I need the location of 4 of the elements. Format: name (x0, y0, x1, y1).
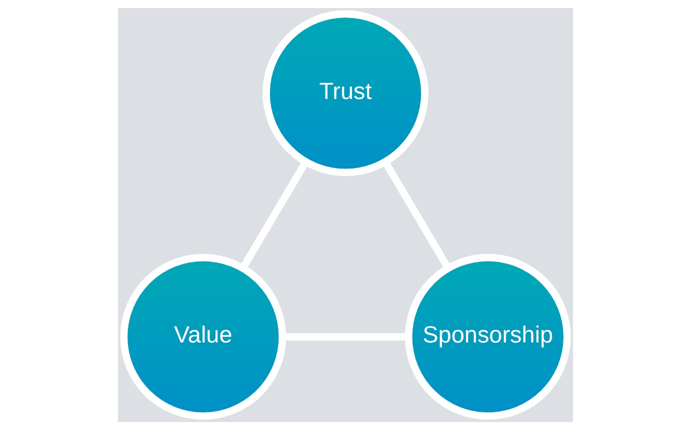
node-circle: Value (120, 254, 286, 420)
node-circle: Trust (262, 10, 428, 176)
connector (282, 333, 408, 340)
node-circle: Sponsorship (404, 254, 571, 420)
